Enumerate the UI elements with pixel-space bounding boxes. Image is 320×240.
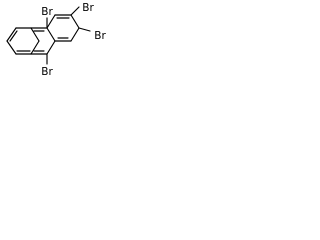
bond-left-3	[30, 27, 40, 42]
bond-left-4	[30, 40, 40, 55]
bond-left-double-a	[9, 30, 18, 42]
bond-right-3	[70, 14, 80, 29]
bond-right-4	[70, 27, 80, 42]
bond-br-right	[78, 27, 91, 32]
bond-mid-2	[46, 27, 56, 42]
atom-label-br-bottom-center: Br	[41, 66, 53, 78]
bond-br-top-right	[70, 6, 80, 16]
bond-mid-3	[46, 40, 56, 55]
structure-diagram: Br Br Br Br	[6, 2, 106, 78]
atom-label-br-right: Br	[94, 30, 106, 42]
atom-label-br-top-center: Br	[41, 6, 53, 18]
bond-left-6	[6, 40, 17, 55]
bonds	[6, 6, 91, 65]
atom-label-br-top-right: Br	[82, 2, 94, 14]
atom-labels: Br Br Br Br	[41, 2, 106, 78]
bond-left-1	[6, 27, 17, 42]
bond-right-1	[46, 14, 56, 29]
